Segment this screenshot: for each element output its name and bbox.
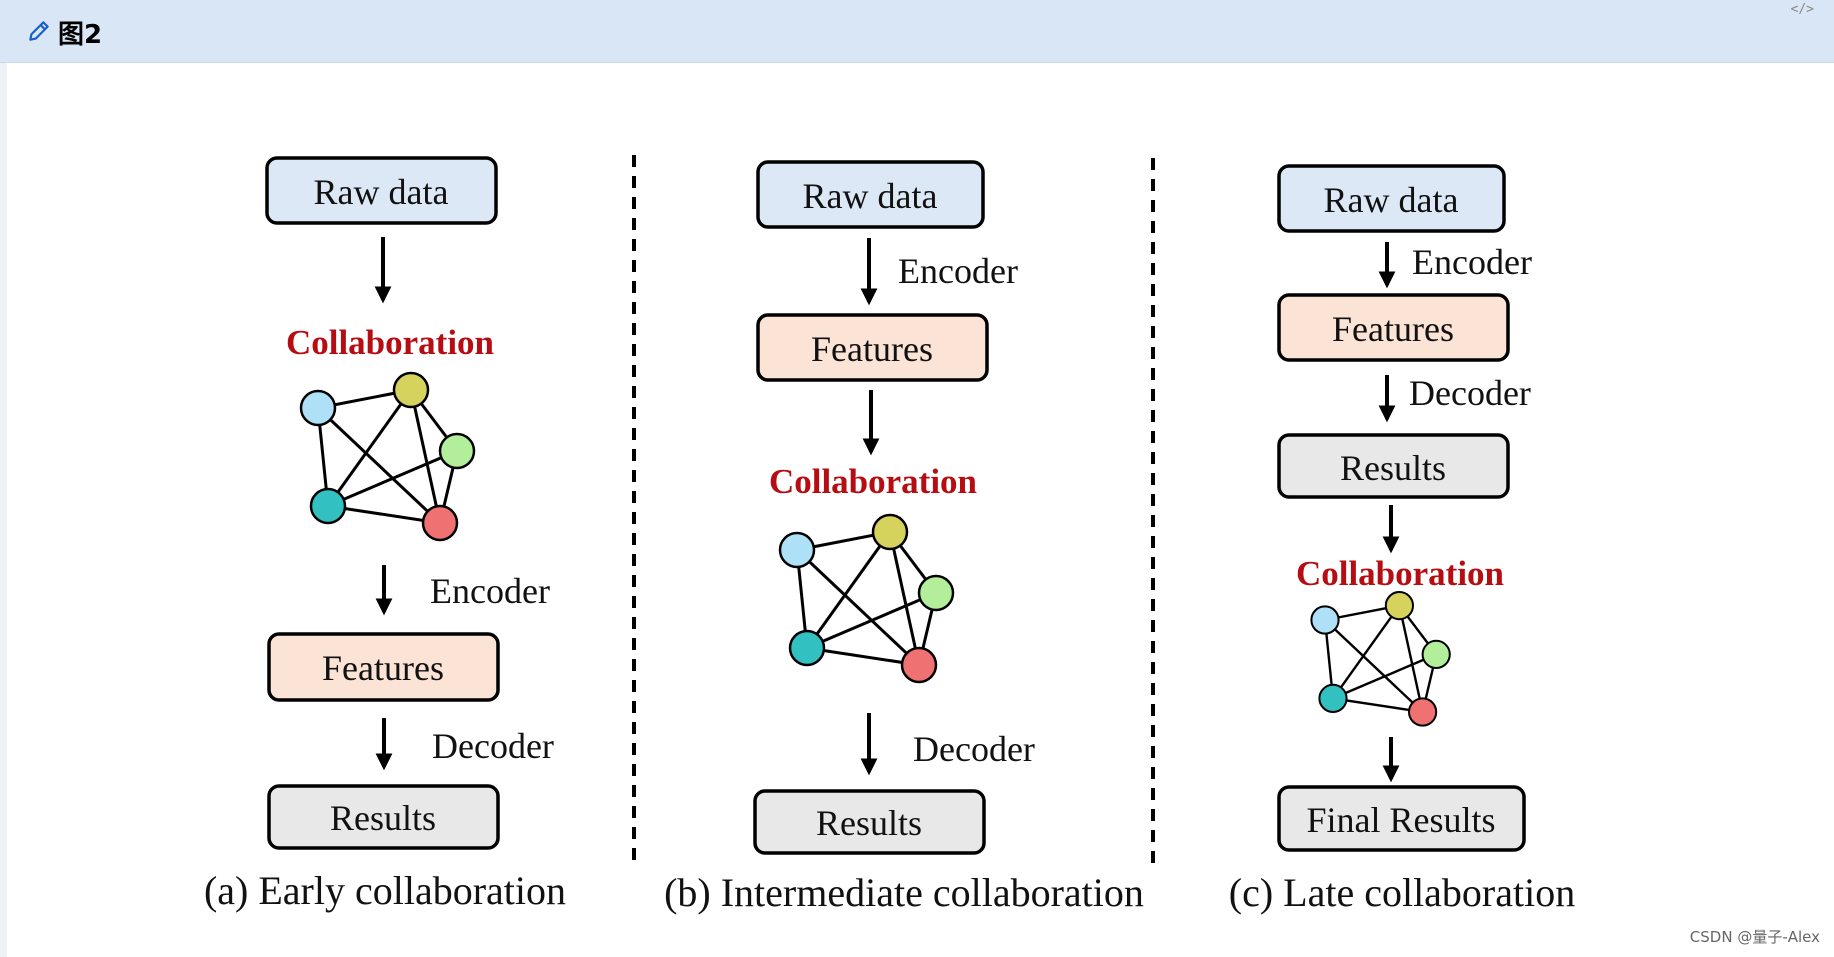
raw-data-box <box>265 156 498 225</box>
watermark: CSDN @量子-Alex <box>1689 928 1820 946</box>
panel-intermediate: Raw data Encoder Features Collaboration … <box>664 160 1144 915</box>
raw-data-label: Raw data <box>803 176 938 216</box>
collaboration-label: Collaboration <box>1296 554 1504 593</box>
features-box <box>756 313 989 382</box>
collaboration-network <box>299 371 476 542</box>
panel-late: Raw data Encoder Features Decoder Result… <box>1229 164 1575 915</box>
results-label: Results <box>330 798 436 838</box>
results-label: Results <box>816 803 922 843</box>
features-label: Features <box>322 648 444 688</box>
collaboration-label: Collaboration <box>286 323 494 362</box>
raw-data-box <box>1277 164 1506 233</box>
figure-title: 图2 <box>58 20 103 50</box>
caption-early: (a) Early collaboration <box>204 868 566 913</box>
code-toggle-icon[interactable]: </> <box>1790 2 1814 17</box>
encoder-label: Encoder <box>898 251 1018 291</box>
features-box <box>1277 293 1510 362</box>
edit-pencil-icon[interactable] <box>26 18 52 44</box>
collaboration-label: Collaboration <box>769 462 977 501</box>
raw-data-box <box>756 160 985 229</box>
results-label: Results <box>1340 448 1446 488</box>
raw-data-label: Raw data <box>1324 180 1459 220</box>
left-frame-border <box>0 63 7 957</box>
collaboration-network <box>1310 590 1452 727</box>
results-box <box>1277 433 1510 499</box>
decoder-label: Decoder <box>913 729 1035 769</box>
features-box <box>267 632 500 702</box>
decoder-label: Decoder <box>432 726 554 766</box>
final-results-label: Final Results <box>1306 800 1495 840</box>
panel-early: Raw data Collaboration Encoder Features … <box>204 156 566 913</box>
results-box <box>753 789 986 855</box>
encoder-label: Encoder <box>1412 242 1532 282</box>
features-label: Features <box>1332 309 1454 349</box>
features-label: Features <box>811 329 933 369</box>
decoder-label: Decoder <box>1409 373 1531 413</box>
header-bar: 图2 </> <box>0 0 1834 63</box>
caption-intermediate: (b) Intermediate collaboration <box>664 870 1144 915</box>
collaboration-network <box>778 513 955 684</box>
final-results-box <box>1277 785 1526 852</box>
encoder-label: Encoder <box>430 571 550 611</box>
results-box <box>267 784 500 850</box>
caption-late: (c) Late collaboration <box>1229 870 1575 915</box>
raw-data-label: Raw data <box>314 172 449 212</box>
